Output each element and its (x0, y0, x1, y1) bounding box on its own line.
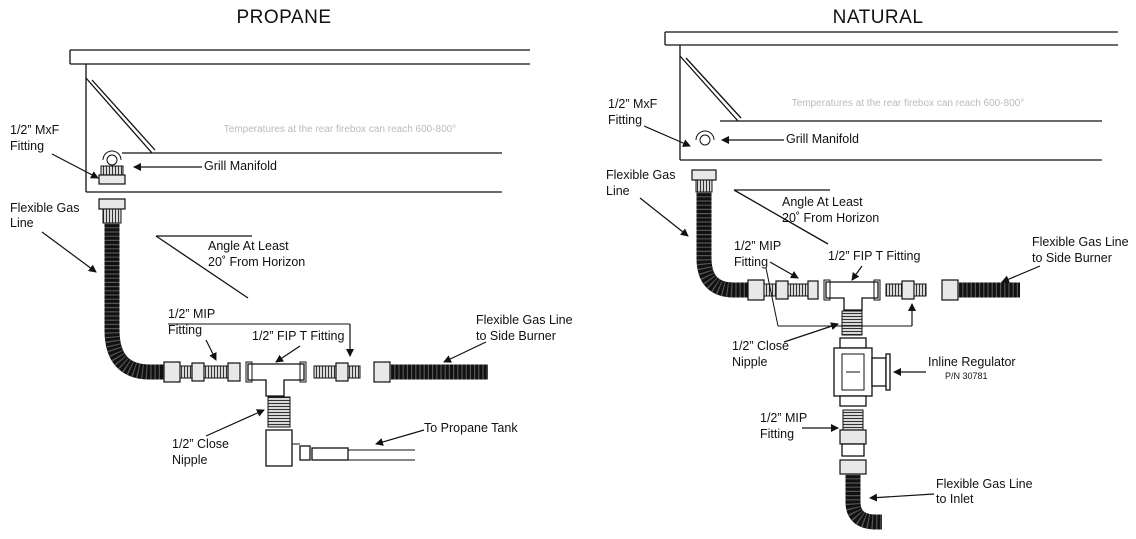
propane-flex-hose (104, 223, 165, 380)
propane-angle-label-2: 20˚ From Horizon (208, 255, 305, 269)
propane-mxf-label-1: 1/2” MxF (10, 123, 60, 137)
propane-mip-label-2: Fitting (168, 323, 202, 337)
natural-grill-body (664, 31, 1118, 161)
propane-side-burner-label-2: to Side Burner (476, 329, 556, 343)
propane-tank-label: To Propane Tank (424, 421, 518, 435)
natural-mip-label-1: 1/2” MIP (734, 239, 781, 253)
propane-side-burner-label-1: Flexible Gas Line (476, 313, 573, 327)
natural-mip2-label-1: 1/2” MIP (760, 411, 807, 425)
propane-manifold-label: Grill Manifold (204, 159, 277, 173)
natural-mxf-label-1: 1/2” MxF (608, 97, 658, 111)
natural-regulator-label-2: P/N 30781 (945, 371, 988, 381)
propane-nipple-label-1: 1/2” Close (172, 437, 229, 451)
propane-diagram: PROPANE Temperatures at the rear firebox… (10, 7, 573, 467)
natural-angle-label-1: Angle At Least (782, 195, 863, 209)
natural-side-burner-label-2: to Side Burner (1032, 251, 1112, 265)
natural-nipple-label-2: Nipple (732, 355, 767, 369)
natural-mxf-label-2: Fitting (608, 113, 642, 127)
natural-fitting-train (747, 279, 959, 311)
natural-side-burner-label-1: Flexible Gas Line (1032, 235, 1129, 249)
propane-mxf-label-2: Fitting (10, 139, 44, 153)
natural-angle-label-2: 20˚ From Horizon (782, 211, 879, 225)
natural-title: NATURAL (833, 7, 924, 28)
natural-regulator-label-1: Inline Regulator (928, 355, 1016, 369)
propane-warning-watermark: Temperatures at the rear firebox can rea… (224, 124, 456, 135)
natural-nipple-label-1: 1/2” Close (732, 339, 789, 353)
propane-tee-fitting (247, 363, 305, 397)
natural-mip2-label-2: Fitting (760, 427, 794, 441)
natural-close-nipple (841, 310, 863, 336)
natural-mxf-fitting (691, 130, 717, 193)
propane-angle-indicator (155, 235, 252, 299)
natural-manifold-label: Grill Manifold (786, 132, 859, 146)
natural-inlet-label-1: Flexible Gas Line (936, 477, 1033, 491)
natural-mip-label-2: Fitting (734, 255, 768, 269)
propane-close-nipple (265, 396, 415, 467)
natural-tee-fitting (825, 281, 879, 311)
natural-inline-regulator (833, 337, 891, 407)
natural-inlet-hose (845, 474, 882, 530)
natural-flex-hose (696, 192, 748, 298)
natural-flex-label-1: Flexible Gas (606, 168, 675, 182)
propane-fitting-train (163, 361, 391, 397)
propane-title: PROPANE (236, 7, 331, 28)
natural-lower-fittings (839, 409, 867, 475)
propane-nipple-label-2: Nipple (172, 453, 207, 467)
propane-grill-body (69, 49, 530, 193)
propane-flex-label-2: Line (10, 216, 34, 230)
propane-mip-label-1: 1/2” MIP (168, 307, 215, 321)
natural-diagram: NATURAL Temperatures at the rear firebox… (606, 7, 1129, 530)
natural-warning-watermark: Temperatures at the rear firebox can rea… (792, 98, 1024, 109)
propane-mxf-fitting (98, 150, 126, 224)
natural-flex-label-2: Line (606, 184, 630, 198)
propane-angle-label-1: Angle At Least (208, 239, 289, 253)
propane-tee-label: 1/2” FIP T Fitting (252, 329, 344, 343)
propane-flex-label-1: Flexible Gas (10, 201, 79, 215)
natural-inlet-label-2: to Inlet (936, 492, 974, 506)
natural-tee-label: 1/2” FIP T Fitting (828, 249, 920, 263)
natural-angle-indicator (733, 189, 830, 245)
